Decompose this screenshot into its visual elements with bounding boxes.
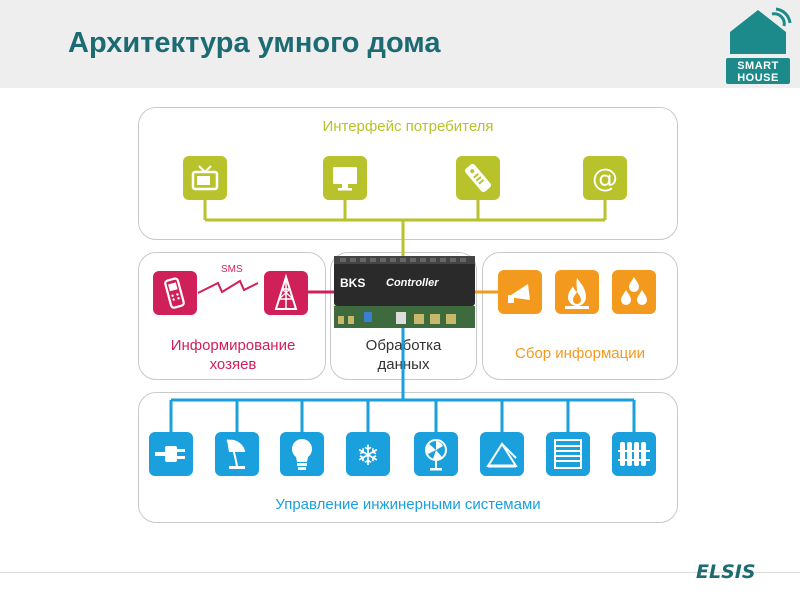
remote-control-icon (456, 156, 500, 200)
svg-text:@: @ (592, 164, 618, 194)
window-icon (480, 432, 524, 476)
snowflake-icon: ❄ (346, 432, 390, 476)
light-bulb-icon (280, 432, 324, 476)
sms-label: SMS (221, 264, 243, 275)
water-leak-icon (612, 270, 656, 314)
svg-text:❄: ❄ (356, 439, 379, 472)
header-band (0, 0, 800, 88)
lamp-icon (215, 432, 259, 476)
logo-text-smart: SMART (737, 60, 779, 72)
smart-house-logo: SMART HOUSE (722, 4, 794, 86)
power-plug-icon (149, 432, 193, 476)
tv-icon (183, 156, 227, 200)
consumer-interface-label: Интерфейс потребителя (322, 118, 494, 135)
logo-text-house: HOUSE (737, 72, 779, 84)
fire-sensor-icon (555, 270, 599, 314)
info-collection-label: Сбор информации (515, 345, 645, 362)
monitor-icon (323, 156, 367, 200)
bks-controller: BKS Controller (334, 256, 475, 328)
blinds-icon (546, 432, 590, 476)
fan-icon (414, 432, 458, 476)
footer-divider (0, 572, 800, 573)
controller-brand: BKS (340, 276, 366, 290)
horn-sensor-icon (498, 270, 542, 314)
radiator-icon (612, 432, 656, 476)
page-title: Архитектура умного дома (68, 27, 441, 59)
email-at-icon: @ (583, 156, 627, 200)
house-icon (726, 7, 792, 84)
radio-tower-icon (264, 271, 308, 315)
owner-notification-label: Информирование хозяев (170, 337, 296, 373)
elsis-logo: ELSIS (694, 560, 778, 583)
controller-name: Controller (386, 277, 439, 289)
svg-text:ELSIS: ELSIS (696, 561, 756, 582)
engineering-systems-label: Управление инжинерными системами (275, 496, 541, 513)
mobile-phone-icon (153, 271, 197, 315)
